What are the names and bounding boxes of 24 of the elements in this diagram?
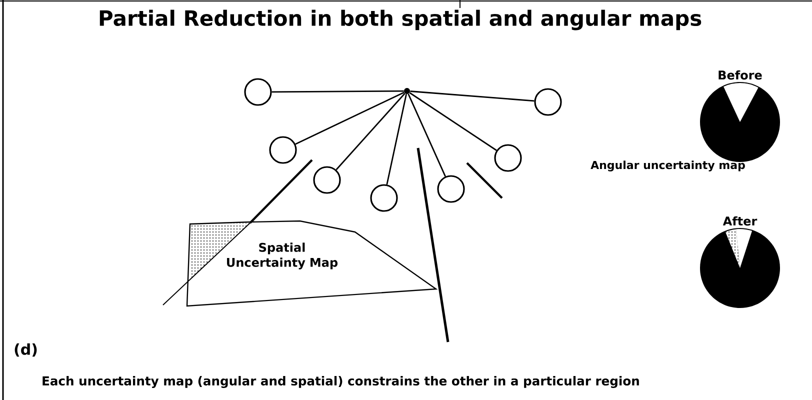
line xyxy=(408,94,446,177)
line xyxy=(386,94,408,185)
line xyxy=(295,92,404,145)
position-circle xyxy=(370,184,398,212)
title: Partial Reduction in both spatial and angular maps xyxy=(100,10,702,30)
node-label: Before xyxy=(718,70,762,80)
node-label: After xyxy=(722,216,758,226)
panel-label: (d) xyxy=(14,343,37,357)
position-circle xyxy=(269,136,297,164)
position-circle xyxy=(313,166,341,194)
line xyxy=(410,90,534,102)
position-circle xyxy=(244,78,272,106)
caption: Each uncertainty map (angular and spatial) constrains the other in a particular region xyxy=(42,376,639,388)
line xyxy=(272,90,404,93)
map-label: Angular uncertainty map xyxy=(590,160,745,172)
pie-chart: Before xyxy=(700,70,780,162)
spatial-map-region: Spatial Uncertainty Map xyxy=(186,220,438,307)
center-point xyxy=(404,88,410,94)
position-circle xyxy=(534,88,562,116)
line xyxy=(336,92,406,170)
pie-chart: After xyxy=(700,216,780,308)
position-circle xyxy=(494,144,522,172)
position-circle xyxy=(437,175,465,203)
line xyxy=(409,92,497,151)
